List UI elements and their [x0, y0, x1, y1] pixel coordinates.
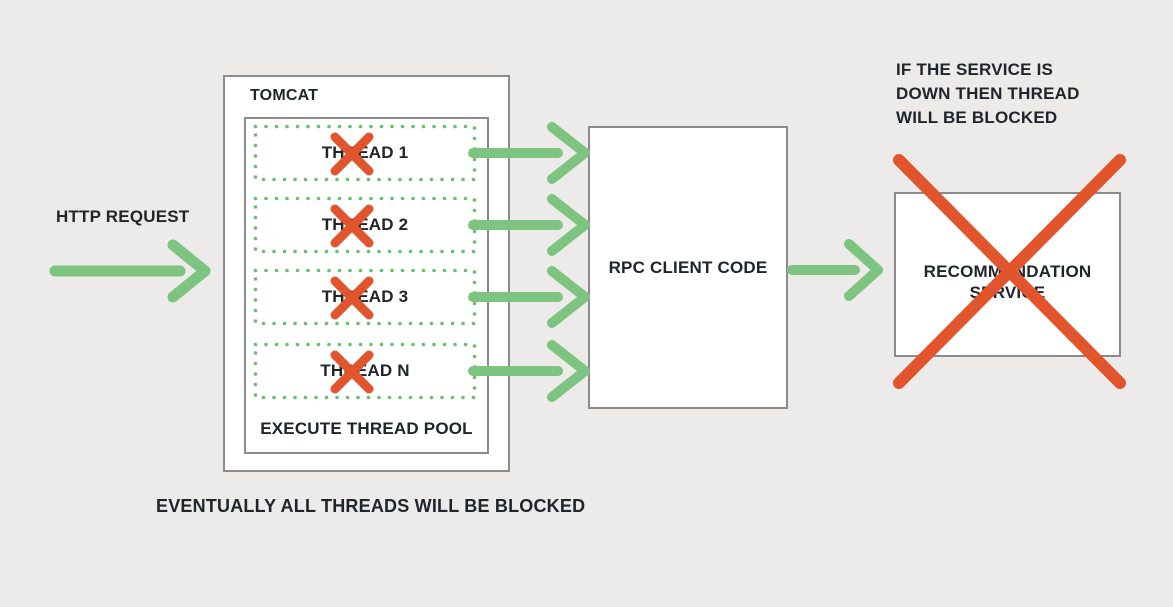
- service-down-note-line2: DOWN THEN THREAD: [896, 84, 1080, 103]
- recommendation-service-label-line2: SERVICE: [969, 282, 1046, 302]
- http-request-arrow-icon: [49, 239, 211, 303]
- thread-2-label: THREAD 2: [321, 215, 409, 234]
- all-threads-blocked-note: EVENTUALLY ALL THREADS WILL BE BLOCKED: [156, 496, 586, 516]
- recommendation-service-label-line1: RECOMMENDATION: [923, 261, 1092, 281]
- service-down-note-line1: IF THE SERVICE IS: [896, 60, 1054, 79]
- rpc-client-code-box: RPC CLIENT CODE: [588, 126, 788, 409]
- service-down-note-line3: WILL BE BLOCKED: [896, 108, 1058, 127]
- rpc-to-service-arrow-icon: [787, 239, 883, 301]
- thread-row-2: THREAD 2: [253, 196, 477, 254]
- thread-n-label: THREAD N: [320, 361, 410, 380]
- thread-3-label: THREAD 3: [321, 287, 409, 306]
- service-down-note: IF THE SERVICE IS DOWN THEN THREAD WILL …: [896, 58, 1080, 130]
- http-request-label: HTTP REQUEST: [56, 207, 190, 226]
- thread-1-label: THREAD 1: [321, 143, 409, 162]
- thread-row-n: THREAD N: [253, 342, 477, 400]
- thread-row-3: THREAD 3: [253, 268, 477, 326]
- recommendation-service-box: RECOMMENDATION SERVICE: [894, 192, 1121, 357]
- thread-row-1: THREAD 1: [253, 124, 477, 182]
- execute-thread-pool-label: EXECUTE THREAD POOL: [260, 419, 473, 438]
- tomcat-title: TOMCAT: [250, 87, 319, 104]
- rpc-client-code-label: RPC CLIENT CODE: [608, 257, 768, 277]
